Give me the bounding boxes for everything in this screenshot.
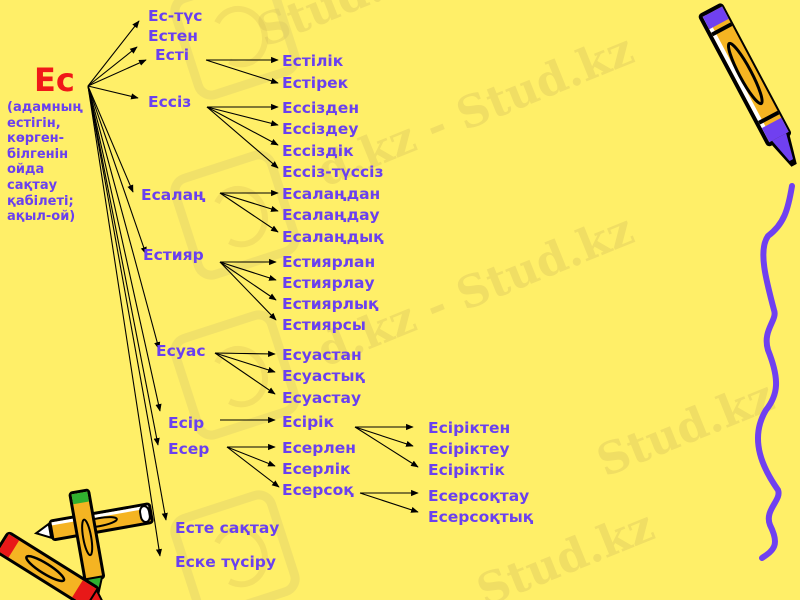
word-esersok: Есерсоқ xyxy=(282,481,354,499)
word-esalandan: Есалаңдан xyxy=(282,185,381,203)
word-esir: Есір xyxy=(168,414,205,432)
word-esalandyk: Есалаңдық xyxy=(282,228,384,246)
word-esuastau: Есуастау xyxy=(282,389,362,407)
word-essizdik: Ессіздік xyxy=(282,142,354,160)
word-eserlik: Есерлік xyxy=(282,460,351,478)
word-esirik: Есірік xyxy=(282,413,335,431)
word-esalandau: Есалаңдау xyxy=(282,206,380,224)
word-essiz-tussiz: Ессіз-түссіз xyxy=(282,163,384,181)
word-este-saktau: Есте сақтау xyxy=(175,519,280,537)
word-esiriktik: Есіріктік xyxy=(428,461,505,479)
definition-line: білгенін xyxy=(7,146,69,162)
definition-line: қабілеті; xyxy=(7,193,74,209)
word-essizdeu: Ессіздеу xyxy=(282,120,359,138)
word-esten: Естен xyxy=(148,27,198,45)
word-eske-tusiru: Еске түсіру xyxy=(175,553,276,571)
word-essizden: Ессізден xyxy=(282,99,360,117)
word-estilik: Естілік xyxy=(282,52,344,70)
word-essiz: Ессіз xyxy=(148,93,192,111)
word-esuas: Есуас xyxy=(156,342,206,360)
word-estiyarlyk: Естиярлық xyxy=(282,295,379,313)
purple-squiggle-icon xyxy=(755,183,795,561)
word-es-tus: Ес-түс xyxy=(148,7,203,25)
definition-line: ақыл-ой) xyxy=(7,209,76,225)
root-definition: (адамның естігін, көрген- білгенін ойда … xyxy=(7,100,83,225)
word-eser: Есер xyxy=(168,440,210,458)
definition-line: сақтау xyxy=(7,177,58,193)
word-eserlen: Есерлен xyxy=(282,439,356,457)
word-estiyarlan: Естиярлан xyxy=(282,253,376,271)
definition-line: естігін, xyxy=(7,115,61,131)
word-esuastan: Есуастан xyxy=(282,346,362,364)
word-esuastyk: Есуастық xyxy=(282,367,366,385)
definition-line: көрген- xyxy=(7,131,65,147)
word-esersoktyk: Есерсоқтық xyxy=(428,508,534,526)
word-esalan: Есалаң xyxy=(141,186,206,204)
definition-line: (адамның xyxy=(7,100,83,115)
crayon-pair-icon xyxy=(0,488,154,600)
word-esersoktau: Есерсоқтау xyxy=(428,487,530,505)
word-esti: Есті xyxy=(155,46,190,64)
definition-line: ойда xyxy=(7,162,45,178)
word-esirikten: Есіріктен xyxy=(428,419,511,437)
word-estiyar: Естияр xyxy=(143,246,204,264)
root-word: Ес xyxy=(34,61,75,99)
word-esirikteu: Есіріктеу xyxy=(428,440,510,458)
word-estiyarsy: Естиярсы xyxy=(282,316,366,334)
purple-crayon-icon xyxy=(698,3,797,167)
word-estiyarlau: Естиярлау xyxy=(282,274,375,292)
word-estirek: Естірек xyxy=(282,74,349,92)
